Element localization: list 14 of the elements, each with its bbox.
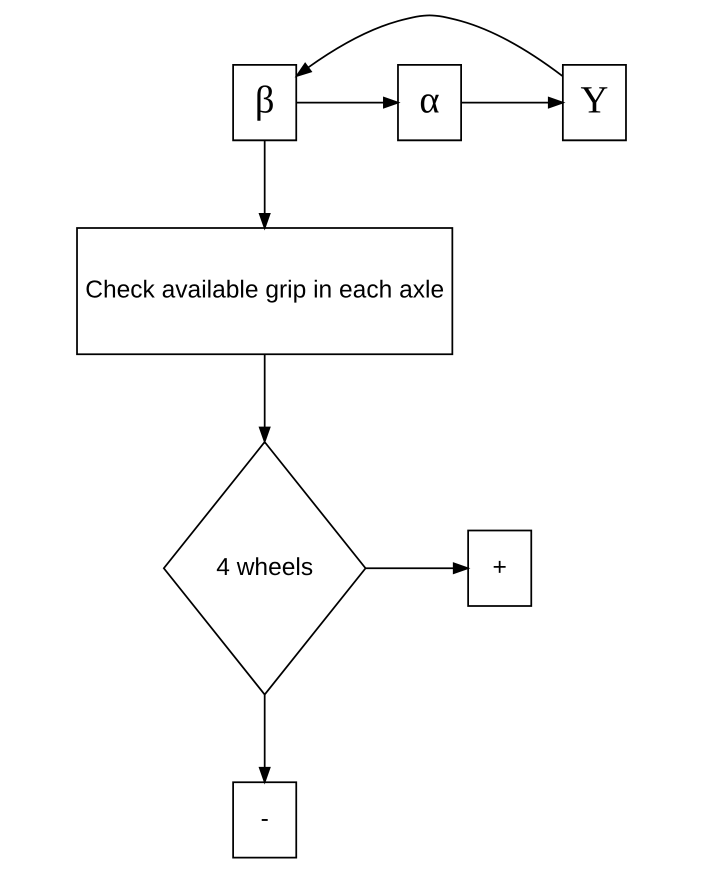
arrow bbox=[296, 96, 400, 109]
node-box: + bbox=[466, 530, 532, 607]
node-box: α bbox=[396, 64, 462, 142]
arrow bbox=[258, 140, 270, 231]
arrow bbox=[365, 562, 470, 574]
node-box: Check available grip in each axle bbox=[76, 227, 453, 356]
node-box: β bbox=[232, 64, 297, 142]
arrow bbox=[294, 14, 562, 78]
arrow bbox=[461, 96, 565, 109]
node-diamond: 4 wheels bbox=[162, 440, 366, 696]
node-box: - bbox=[232, 781, 297, 859]
arrow bbox=[258, 694, 270, 784]
node-box: Y bbox=[561, 64, 626, 142]
arrow bbox=[258, 354, 270, 444]
